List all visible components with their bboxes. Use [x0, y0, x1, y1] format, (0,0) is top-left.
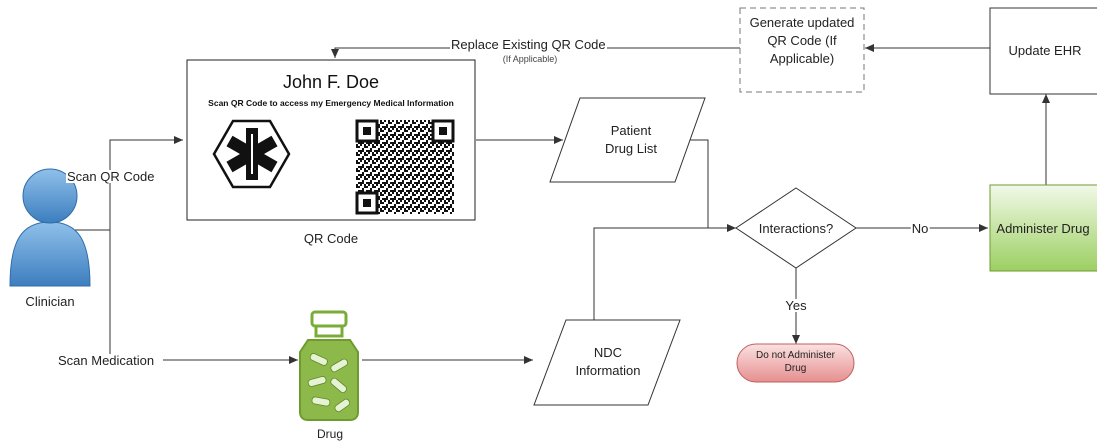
card-subtitle: Scan QR Code to access my Emergency Medi…: [208, 98, 454, 108]
scan-medication-label: Scan Medication: [57, 353, 156, 368]
patient-drug-list-node: [549, 97, 706, 183]
interactions-label: Interactions?: [758, 221, 834, 236]
yes-label: Yes: [784, 298, 808, 313]
qr-card: John F. Doe Scan QR Code to access my Em…: [187, 60, 475, 220]
qr-code-icon: [355, 119, 455, 215]
update-ehr-label: Update EHR: [1008, 43, 1082, 58]
do-not-administer-label: Do not Administer Drug: [756, 350, 835, 374]
do-not-administer-node: [736, 343, 855, 383]
clinician-label: Clinician: [25, 294, 75, 309]
generate-qr-node: [739, 7, 865, 93]
card-patient-name: John F. Doe: [282, 72, 380, 92]
administer-drug-node: [989, 184, 1097, 272]
ndc-information-node: [533, 319, 681, 406]
drug-bottle-icon: [299, 310, 359, 421]
update-ehr-node: [989, 7, 1097, 95]
clinician-icon: [9, 168, 91, 287]
star-of-life-icon: [212, 119, 291, 189]
generate-qr-label: Generate updated QR Code (If Applicable): [749, 15, 855, 66]
drug-label: Drug: [316, 427, 344, 441]
edge-ndc-interactions: [593, 227, 708, 320]
replace-qr-label: Replace Existing QR Code: [450, 37, 607, 52]
ndc-information-label: NDC Information: [575, 345, 641, 378]
edge-druglist-interactions: [685, 139, 736, 232]
qr-code-caption: QR Code: [303, 231, 359, 246]
replace-qr-note: (If Applicable): [502, 54, 558, 64]
edge-clinician-trunk: [50, 136, 183, 231]
no-label: No: [910, 221, 930, 236]
qr-card-shape: [186, 59, 476, 221]
scan-qr-label: Scan QR Code: [66, 169, 156, 184]
patient-drug-list-label: Patient Drug List: [604, 123, 658, 156]
interactions-decision-node: [735, 187, 857, 269]
administer-drug-label: Administer Drug: [996, 221, 1090, 236]
